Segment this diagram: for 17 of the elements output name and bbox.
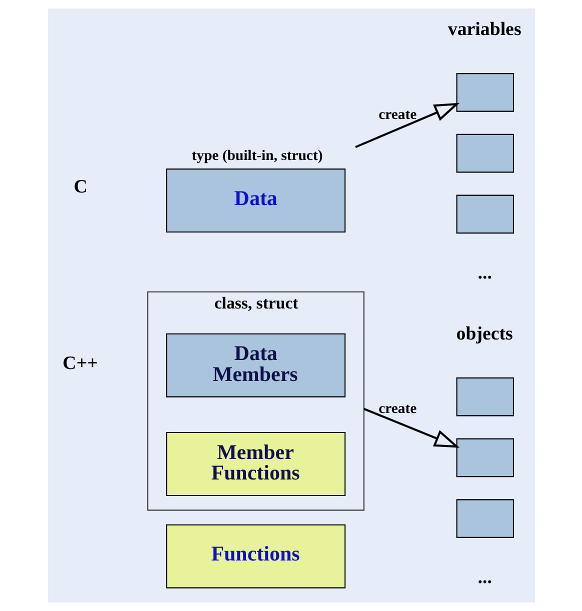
node-box [456,438,514,478]
node-label: type (built-in, struct) [191,148,322,164]
label: ... [477,567,492,588]
label: variables [447,19,521,40]
edge-label: create [378,106,416,123]
label: ... [477,262,492,284]
label: C [73,176,87,198]
node-box [456,499,514,538]
arrow [354,102,460,148]
node-box [456,73,514,112]
node-box [456,194,514,234]
node-box [456,134,514,173]
label: C++ [62,352,98,374]
node-box [456,377,514,416]
label: objects [456,324,512,345]
arrow [363,408,460,448]
edge-label: create [378,400,416,417]
